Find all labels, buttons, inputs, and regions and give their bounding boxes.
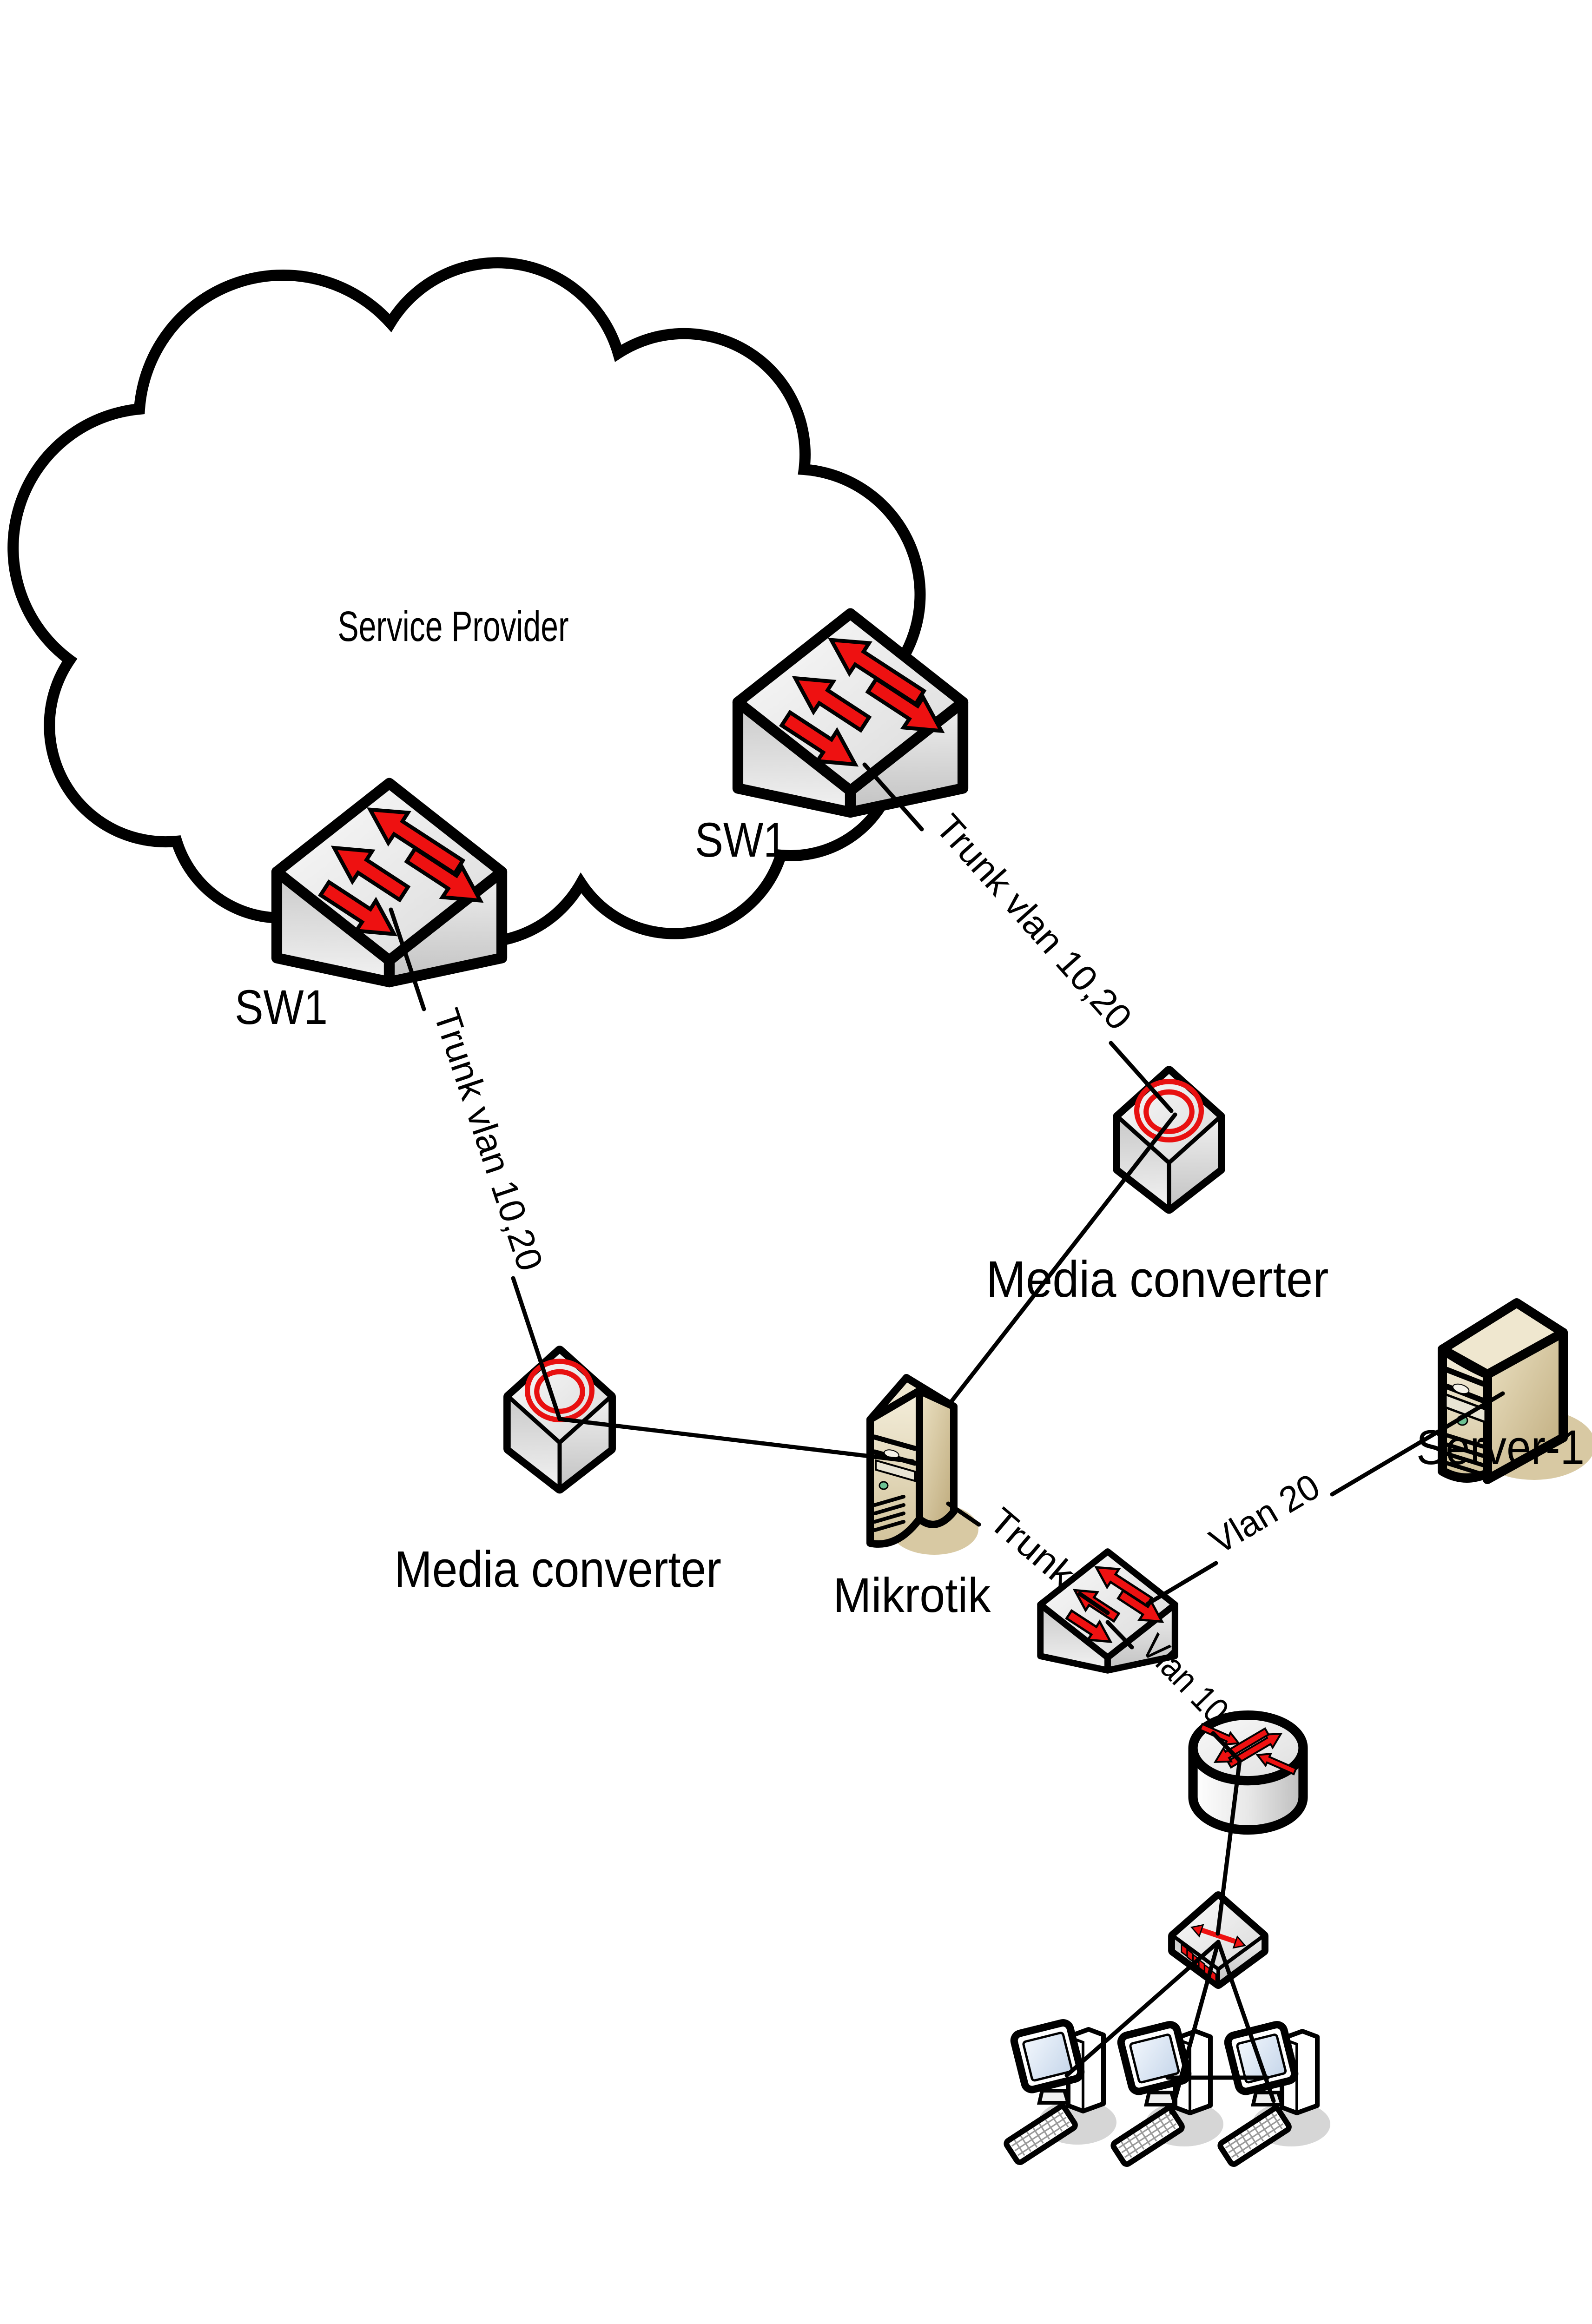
link-mikrotik-switch-b [1077, 1591, 1110, 1615]
link-sw1left-mcleft-b [511, 1276, 562, 1421]
links [389, 762, 1505, 2115]
media-converter-right-label: Media converter [986, 1251, 1329, 1308]
mikrotik-power-led [879, 1481, 889, 1490]
link-switch-server-b [1330, 1391, 1505, 1497]
trunk-vlan-left-label: Trunk vlan 10,20 [426, 1004, 551, 1276]
link-sw1top-mcright-b [1109, 1041, 1174, 1113]
sw1-left-label: SW1 [235, 980, 328, 1035]
router-icon [1193, 1715, 1303, 1830]
link-asw-pcmiddle [1169, 1940, 1221, 2115]
link-switch-router-b [1211, 1731, 1242, 1936]
mikrotik-label: Mikrotik [833, 1568, 991, 1623]
link-asw-pcright [1216, 1940, 1276, 2103]
link-mcright-mikrotik [947, 1112, 1177, 1406]
link-mcleft-mikrotik [557, 1417, 915, 1464]
link-switch-server-a [1146, 1561, 1218, 1606]
link-mikrotik-switch-a [946, 1501, 981, 1527]
link-sw1left-mcleft-a [389, 907, 426, 1011]
mikrotik-tower-icon [866, 1374, 978, 1555]
trunk-label: Trunk [982, 1499, 1083, 1595]
server1-tower-icon [1438, 1298, 1592, 1484]
pc-right-icon [1219, 2023, 1330, 2166]
link-asw-pcleft [1064, 1940, 1221, 2078]
pc-middle-icon [1112, 2023, 1223, 2166]
vlan10-label: Vlan 10 [1134, 1626, 1237, 1731]
server1-label: Server-1 [1416, 1420, 1585, 1475]
link-switch-router-a [1105, 1620, 1134, 1650]
media-converter-left-label: Media converter [394, 1541, 721, 1598]
vlan20-label: Vlan 20 [1202, 1466, 1327, 1562]
sw1-top-label: SW1 [695, 813, 787, 867]
trunk-vlan-right-label: Trunk vlan 10,20 [928, 806, 1140, 1038]
link-sw1top-mcright-a [862, 762, 924, 832]
media-converter-right-icon [1118, 1071, 1220, 1208]
pc-left-icon [1005, 2021, 1116, 2164]
cloud-label: Service Provider [338, 603, 569, 650]
